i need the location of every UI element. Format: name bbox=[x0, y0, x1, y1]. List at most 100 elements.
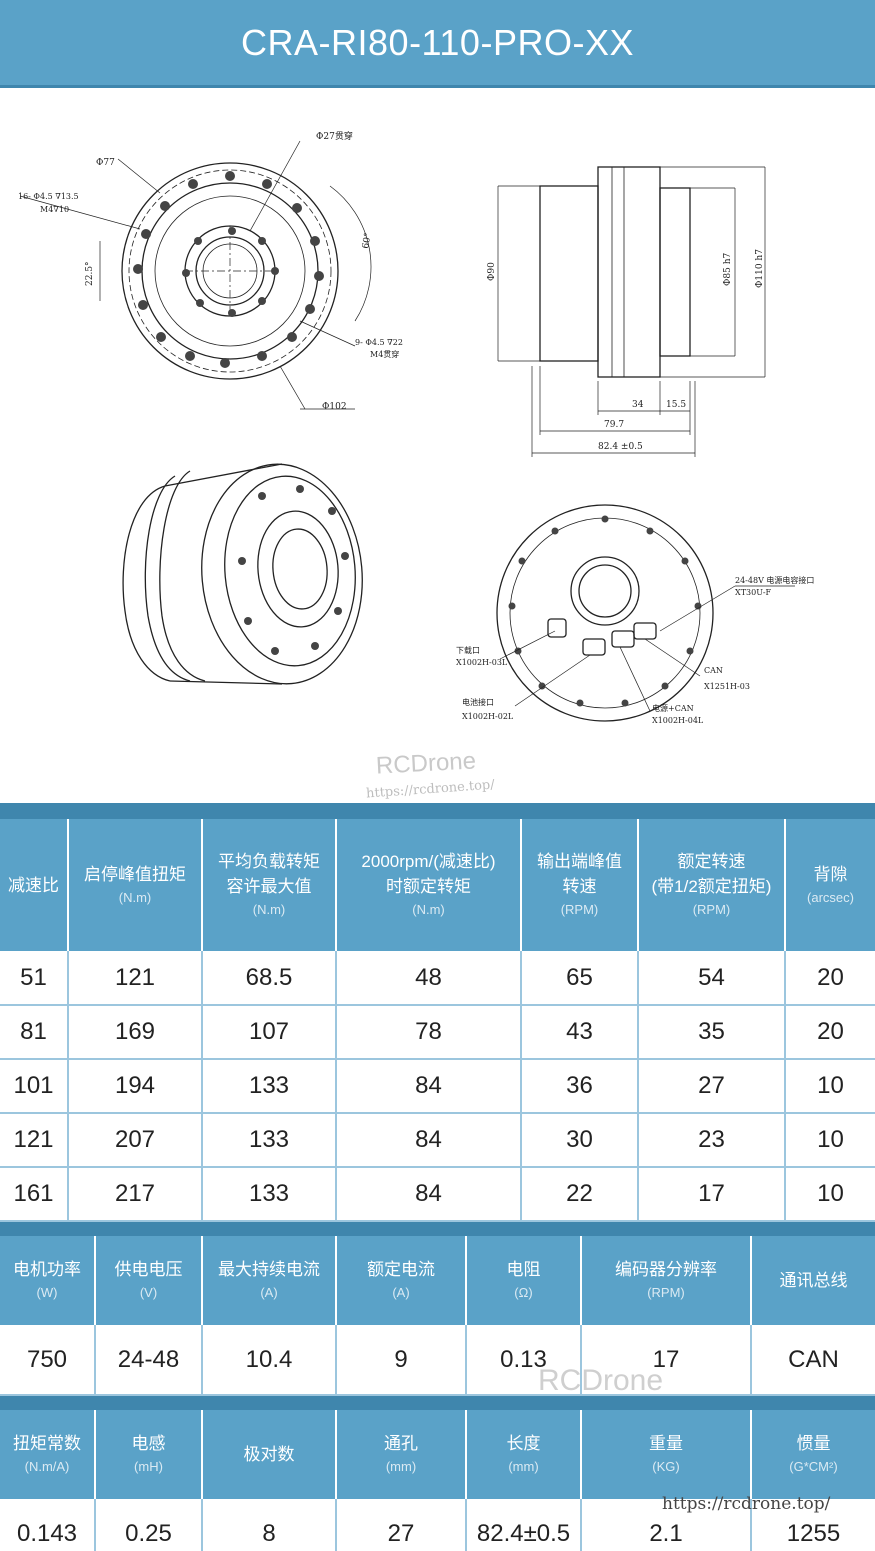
spec-table-mechanical: 扭矩常数(N.m/A) 电感(mH) 极对数 通孔(mm) 长度(mm) 重量(… bbox=[0, 1396, 875, 1551]
table-cell: 10.4 bbox=[202, 1325, 337, 1396]
port-model-can: X1251H-03 bbox=[704, 682, 750, 691]
table-cell: 78 bbox=[336, 1005, 522, 1060]
table-cell: 161 bbox=[0, 1167, 69, 1222]
spec-table-motor: 电机功率(W) 供电电压(V) 最大持续电流(A) 额定电流(A) 电阻(Ω) … bbox=[0, 1222, 875, 1396]
spec-tables: 减速比 启停峰值扭矩(N.m) 平均负载转矩容许最大值(N.m) 2000rpm… bbox=[0, 803, 875, 1551]
table-cell: 51 bbox=[0, 951, 69, 1006]
dim-label-angle225: 22.5° bbox=[85, 261, 95, 286]
table-cell: 0.25 bbox=[95, 1499, 203, 1551]
table-cell: CAN bbox=[751, 1325, 875, 1396]
col-header-inertia: 惯量(G*CM²) bbox=[751, 1396, 875, 1499]
col-header-rated-current: 额定电流(A) bbox=[336, 1222, 467, 1325]
table-header-row: 减速比 启停峰值扭矩(N.m) 平均负载转矩容许最大值(N.m) 2000rpm… bbox=[0, 803, 875, 951]
dim-label-d110: Φ110 h7 bbox=[755, 249, 765, 288]
table-cell: 2.1 bbox=[581, 1499, 752, 1551]
table-cell: 84 bbox=[336, 1113, 522, 1168]
table-cell: 101 bbox=[0, 1059, 69, 1114]
watermark-brand: RCDrone bbox=[375, 747, 477, 780]
table-cell: 107 bbox=[202, 1005, 337, 1060]
dim-label-m4through: M4贯穿 bbox=[370, 349, 399, 359]
table-cell: 10 bbox=[785, 1113, 875, 1168]
port-label-battery: 电池接口 bbox=[462, 697, 494, 707]
dim-label-d85: Φ85 h7 bbox=[723, 253, 733, 286]
table-cell: 65 bbox=[521, 951, 639, 1006]
isometric-view-drawing bbox=[122, 463, 363, 685]
table-cell: 194 bbox=[68, 1059, 203, 1114]
col-header-inductance: 电感(mH) bbox=[95, 1396, 203, 1499]
table-cell: 54 bbox=[638, 951, 786, 1006]
col-header-max-current: 最大持续电流(A) bbox=[202, 1222, 337, 1325]
table-cell: 82.4±0.5 bbox=[466, 1499, 582, 1551]
dim-label-len155: 15.5 bbox=[666, 400, 686, 410]
col-header-resistance: 电阻(Ω) bbox=[466, 1222, 582, 1325]
table-cell: 35 bbox=[638, 1005, 786, 1060]
table-cell: 20 bbox=[785, 951, 875, 1006]
table-cell: 20 bbox=[785, 1005, 875, 1060]
table-cell: 24-48 bbox=[95, 1325, 203, 1396]
port-label-can: CAN bbox=[704, 666, 723, 675]
table-cell: 217 bbox=[68, 1167, 203, 1222]
back-view-drawing bbox=[496, 504, 795, 722]
table-cell: 0.13 bbox=[466, 1325, 582, 1396]
table-cell: 207 bbox=[68, 1113, 203, 1168]
watermark-brand-bottom: RCDrone bbox=[538, 1364, 664, 1397]
watermark-url-bottom: https://rcdrone.top/ bbox=[662, 1494, 831, 1514]
table-cell: 68.5 bbox=[202, 951, 337, 1006]
port-model-power-can: X1002H-04L bbox=[652, 716, 704, 725]
dim-label-d90: Φ90 bbox=[487, 262, 497, 281]
table-cell: 23 bbox=[638, 1113, 786, 1168]
port-model-download: X1002H-03L bbox=[456, 658, 508, 667]
table-cell: 17 bbox=[581, 1325, 752, 1396]
col-header-torque-constant: 扭矩常数(N.m/A) bbox=[0, 1396, 96, 1499]
port-label-download: 下载口 bbox=[456, 645, 480, 655]
col-header-motor-power: 电机功率(W) bbox=[0, 1222, 96, 1325]
table-cell: 10 bbox=[785, 1167, 875, 1222]
col-header-comm-bus: 通讯总线 bbox=[751, 1222, 875, 1325]
table-header-row: 扭矩常数(N.m/A) 电感(mH) 极对数 通孔(mm) 长度(mm) 重量(… bbox=[0, 1396, 875, 1499]
spec-table-gear: 减速比 启停峰值扭矩(N.m) 平均负载转矩容许最大值(N.m) 2000rpm… bbox=[0, 803, 875, 1222]
table-cell: 17 bbox=[638, 1167, 786, 1222]
port-label-power: 24-48V 电源电容接口 bbox=[735, 575, 814, 585]
port-model-battery: X1002H-02L bbox=[462, 712, 514, 721]
col-header-length: 长度(mm) bbox=[466, 1396, 582, 1499]
technical-drawing: Φ77 Φ27贯穿 16- Φ4.5 ∇13.5 M4∇10 22.5° 60°… bbox=[0, 91, 875, 803]
table-cell: 8 bbox=[202, 1499, 337, 1551]
table-header-row: 电机功率(W) 供电电压(V) 最大持续电流(A) 额定电流(A) 电阻(Ω) … bbox=[0, 1222, 875, 1325]
table-cell: 81 bbox=[0, 1005, 69, 1060]
dim-label-angle60: 60° bbox=[361, 232, 374, 249]
table-cell: 1255 bbox=[751, 1499, 875, 1551]
table-cell: 133 bbox=[202, 1059, 337, 1114]
front-view-drawing bbox=[19, 140, 372, 410]
side-view-drawing bbox=[497, 166, 766, 457]
table-cell: 121 bbox=[0, 1113, 69, 1168]
port-label-power-can: 电源+CAN bbox=[652, 703, 694, 713]
dim-label-m4: M4∇10 bbox=[40, 205, 69, 214]
dim-label-d102: Φ102 bbox=[322, 402, 347, 412]
col-header-supply-voltage: 供电电压(V) bbox=[95, 1222, 203, 1325]
col-header-encoder-resolution: 编码器分辨率(RPM) bbox=[581, 1222, 752, 1325]
table-cell: 9 bbox=[336, 1325, 467, 1396]
dim-label-len34: 34 bbox=[632, 400, 644, 410]
table-cell: 36 bbox=[521, 1059, 639, 1114]
table-cell: 750 bbox=[0, 1325, 96, 1396]
col-header-rated-speed: 额定转速(带1/2额定扭矩)(RPM) bbox=[638, 803, 786, 951]
table-cell: 10 bbox=[785, 1059, 875, 1114]
page-title: CRA-RI80-110-PRO-XX bbox=[0, 0, 875, 88]
col-header-reduction-ratio: 减速比 bbox=[0, 803, 69, 951]
col-header-backlash: 背隙(arcsec) bbox=[785, 803, 875, 951]
table-cell: 133 bbox=[202, 1167, 337, 1222]
col-header-through-hole: 通孔(mm) bbox=[336, 1396, 467, 1499]
col-header-pole-pairs: 极对数 bbox=[202, 1396, 337, 1499]
dim-label-holes16: 16- Φ4.5 ∇13.5 bbox=[18, 192, 79, 201]
table-cell: 27 bbox=[638, 1059, 786, 1114]
dim-label-d77: Φ77 bbox=[96, 158, 115, 168]
table-cell: 121 bbox=[68, 951, 203, 1006]
table-cell: 30 bbox=[521, 1113, 639, 1168]
table-cell: 43 bbox=[521, 1005, 639, 1060]
